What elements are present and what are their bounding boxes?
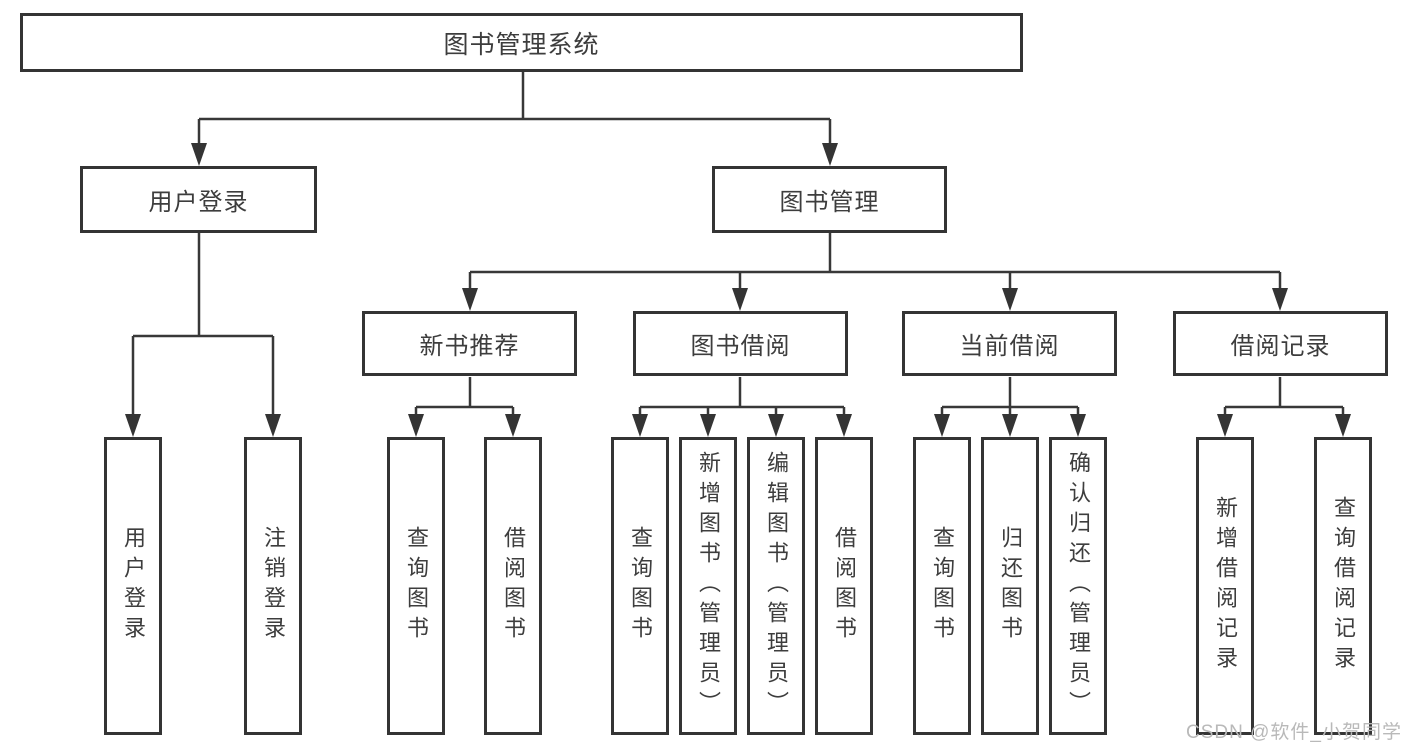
leaf-query-books-recommend: 查询图书 bbox=[387, 437, 445, 735]
leaf-user-login: 用户登录 bbox=[104, 437, 162, 735]
csdn-watermark: CSDN @软件_小贺同学 bbox=[1186, 722, 1402, 743]
node-book-management: 图书管理 bbox=[712, 166, 947, 233]
node-new-book-recommend: 新书推荐 bbox=[362, 311, 577, 376]
leaf-confirm-return-admin: 确认归还（管理员） bbox=[1049, 437, 1107, 735]
node-borrow-records: 借阅记录 bbox=[1173, 311, 1388, 376]
leaf-borrow-books-borrow: 借阅图书 bbox=[815, 437, 873, 735]
leaf-logout: 注销登录 bbox=[244, 437, 302, 735]
node-user-login: 用户登录 bbox=[80, 166, 317, 233]
leaf-query-books-current: 查询图书 bbox=[913, 437, 971, 735]
leaf-borrow-books-recommend: 借阅图书 bbox=[484, 437, 542, 735]
node-current-borrow: 当前借阅 bbox=[902, 311, 1117, 376]
leaf-return-books: 归还图书 bbox=[981, 437, 1039, 735]
leaf-edit-book-admin: 编辑图书（管理员） bbox=[747, 437, 805, 735]
leaf-add-book-admin: 新增图书（管理员） bbox=[679, 437, 737, 735]
leaf-query-borrow-record: 查询借阅记录 bbox=[1314, 437, 1372, 735]
node-root-library-system: 图书管理系统 bbox=[20, 13, 1023, 72]
leaf-query-books-borrow: 查询图书 bbox=[611, 437, 669, 735]
node-book-borrow: 图书借阅 bbox=[633, 311, 848, 376]
leaf-add-borrow-record: 新增借阅记录 bbox=[1196, 437, 1254, 735]
